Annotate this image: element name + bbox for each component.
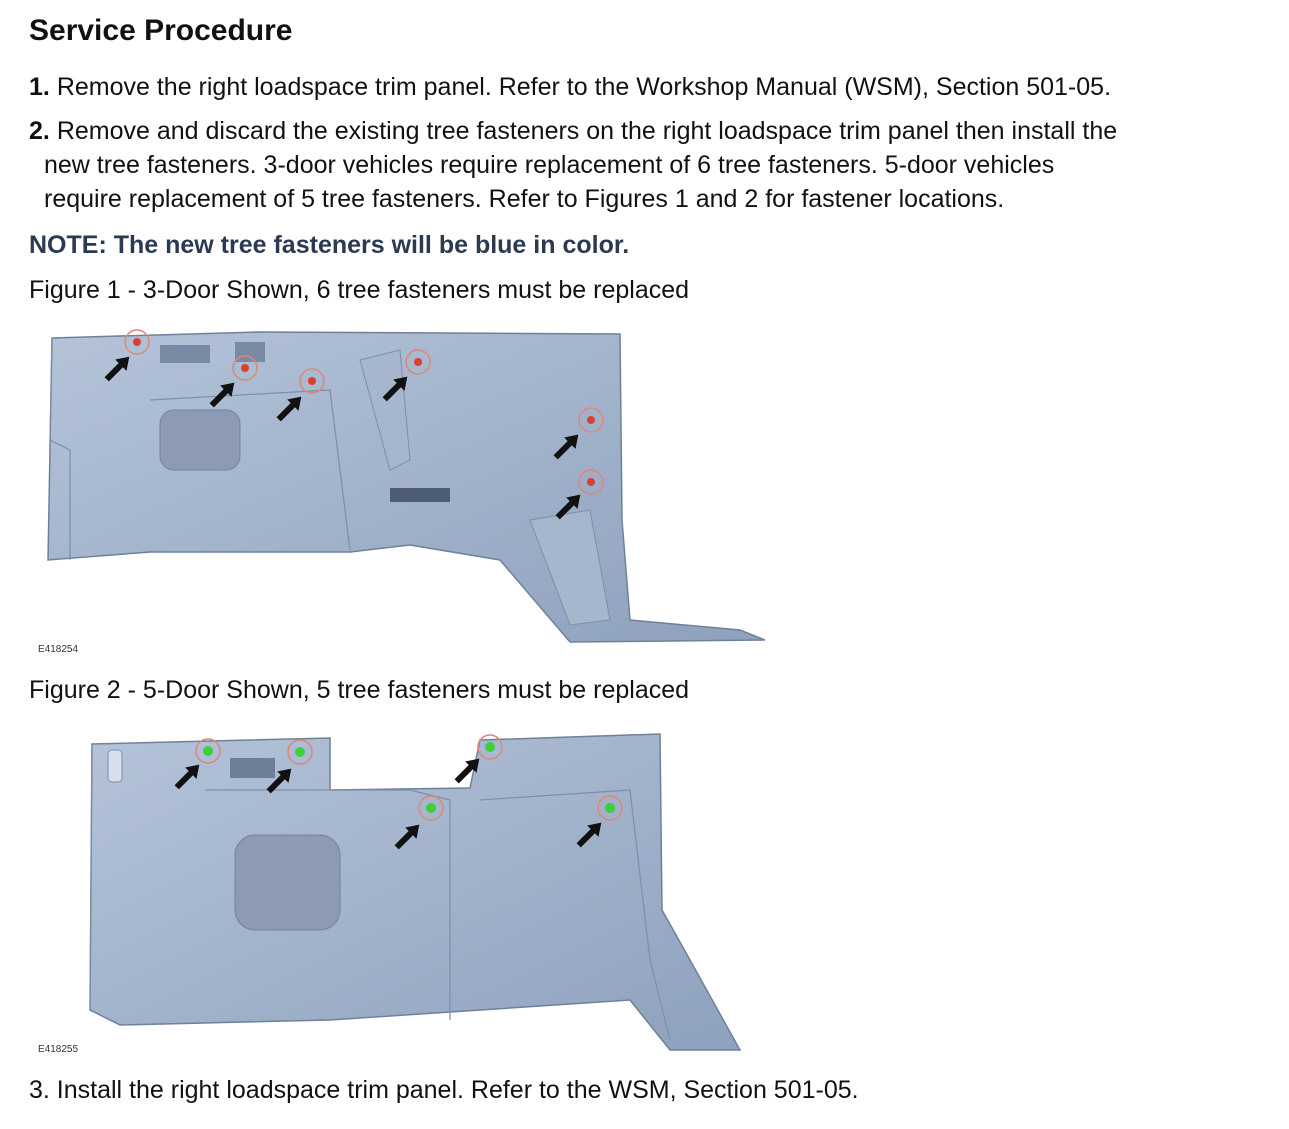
fastener-marker xyxy=(405,349,431,375)
fastener-marker xyxy=(287,739,313,765)
arrow-icon xyxy=(209,382,235,408)
arrow-icon xyxy=(576,822,602,848)
trim-panel-shape xyxy=(89,733,742,1051)
step-2-number: 2. xyxy=(29,117,50,145)
figure-2-caption: Figure 2 - 5-Door Shown, 5 tree fastener… xyxy=(29,676,690,704)
note-text: NOTE: The new tree fasteners will be blu… xyxy=(29,231,630,259)
fastener-marker xyxy=(232,355,258,381)
figure-1: E418254 xyxy=(30,320,770,660)
arrow-icon xyxy=(266,768,292,794)
figure-1-id: E418254 xyxy=(38,644,78,655)
fastener-marker xyxy=(299,368,325,394)
arrow-icon xyxy=(174,764,200,790)
arrow-icon xyxy=(555,494,581,520)
step-1-text: Remove the right loadspace trim panel. R… xyxy=(56,73,1112,101)
page-title: Service Procedure xyxy=(29,14,293,47)
step-1: 1. Remove the right loadspace trim panel… xyxy=(29,70,1111,104)
fastener-marker xyxy=(578,407,604,433)
figure-2: E418255 xyxy=(30,720,770,1065)
arrow-icon xyxy=(553,434,579,460)
pointer-arrows xyxy=(174,758,602,850)
arrow-icon xyxy=(454,758,480,784)
fastener-marker xyxy=(418,795,444,821)
step-2-line-2: new tree fasteners. 3-door vehicles requ… xyxy=(44,151,1055,179)
step-2-line-3: require replacement of 5 tree fasteners.… xyxy=(44,185,1005,213)
arrow-icon xyxy=(382,376,408,402)
arrow-icon xyxy=(104,356,130,382)
figure-2-illustration: E418255 xyxy=(38,733,742,1055)
speaker-grille xyxy=(234,834,341,931)
fastener-marker xyxy=(477,734,503,760)
step-1-number: 1. xyxy=(29,73,50,101)
figure-2-id: E418255 xyxy=(38,1044,78,1055)
step-2: 2. Remove and discard the existing tree … xyxy=(29,114,1117,216)
arrow-icon xyxy=(276,396,302,422)
fasteners xyxy=(195,734,623,821)
fastener-marker xyxy=(578,469,604,495)
fasteners xyxy=(124,329,604,495)
figure-1-illustration: E418254 xyxy=(38,329,766,655)
arrow-icon xyxy=(394,824,420,850)
fastener-marker xyxy=(124,329,150,355)
pointer-arrows xyxy=(104,356,581,520)
figure-1-caption: Figure 1 - 3-Door Shown, 6 tree fastener… xyxy=(29,276,690,304)
speaker-grille xyxy=(159,409,241,471)
step-2-line-1: Remove and discard the existing tree fas… xyxy=(56,117,1118,145)
step-3: 3. Install the right loadspace trim pane… xyxy=(29,1076,859,1104)
fastener-marker xyxy=(195,738,221,764)
fastener-marker xyxy=(597,795,623,821)
